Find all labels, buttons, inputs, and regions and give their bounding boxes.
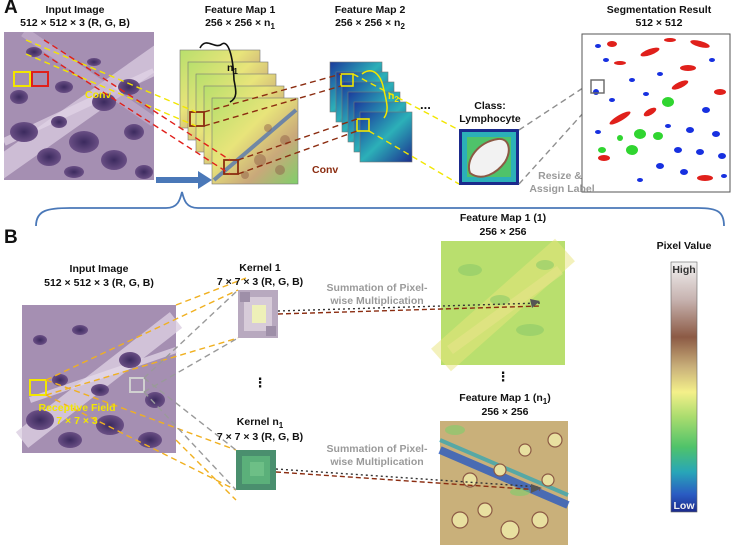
fmap1-title: Feature Map 1 [204,4,276,16]
kernel1-dims: 7 × 7 × 3 (R, G, B) [216,276,304,288]
conv-label-a2: Conv [312,164,339,176]
n2-label-sub: 2 [394,95,399,105]
vdots-kernels: ⋮ [253,375,267,390]
input-image-a [4,32,154,180]
resize-label-1: Resize & [538,170,582,182]
fmn-title-text: Feature Map 1 (n [459,392,543,404]
n1-label-sub: 1 [233,67,238,77]
b-input-dims: 512 × 512 × 3 (R, G, B) [44,277,154,289]
histology-texture-a [4,32,154,180]
class-value: Lymphocyte [459,113,521,125]
fmn-title-close: ) [547,392,551,404]
panel-b-connectors [45,277,541,501]
sum-label-2a: Summation of Pixel- [326,443,428,455]
n1-label: n1 [227,62,238,78]
n1-brace [199,42,237,103]
conv-label-a1: Conv [85,89,112,101]
kerneln-dims: 7 × 7 × 3 (R, G, B) [216,431,304,443]
panel-b-label: B [4,227,18,248]
sum-label-1b: wise Multiplication [330,295,424,307]
arrowhead-1 [530,299,540,308]
panel-a-label: A [4,0,18,18]
receptive-field-1: Receptive Field [38,402,116,414]
seg-title: Segmentation Result [606,4,712,16]
seg-dims: 512 × 512 [635,17,683,29]
fmap2-dims: 256 × 256 × n2 [320,17,420,33]
colorbar-high: High [672,264,696,276]
kerneln-title-text: Kernel n [236,416,279,428]
fm1-1-image [431,238,575,372]
kernel-1-image [238,290,278,338]
fmap2-layers [329,61,413,163]
segmentation-result [581,33,731,193]
sum-label-2b: wise Multiplication [330,456,424,468]
panel-brace [35,191,725,227]
class-label: Class: [474,100,506,112]
colorbar-title: Pixel Value [656,240,712,252]
fmap1-dims-text: 256 × 256 × n [205,17,271,29]
b-input-title: Input Image [69,263,129,275]
vdots-fmaps: ⋮ [496,369,510,384]
n1-label-text: n [227,62,234,74]
fmn-title: Feature Map 1 (n1) [441,392,569,408]
fmap1-dims: 256 × 256 × n1 [180,17,300,33]
fmn-title-sub: 1 [542,397,548,407]
fmap2-dims-text: 256 × 256 × n [335,17,401,29]
n2-brace [361,70,388,119]
kerneln-title: Kernel n1 [210,416,310,432]
input-image-dims: 512 × 512 × 3 (R, G, B) [20,17,130,29]
fm1-1-title: Feature Map 1 (1) [459,212,547,224]
fmap1-layers [179,49,299,185]
fm1-1-dims: 256 × 256 [479,226,527,238]
n2-label-text: n [388,90,395,102]
receptive-field-2: 7 × 7 × 3 [56,415,98,427]
kernel1-title: Kernel 1 [239,262,281,274]
panel-a-connectors [25,39,605,185]
resize-label-2: Assign Label [529,183,595,195]
fmap1-dims-sub: 1 [270,22,275,32]
fmap2-title: Feature Map 2 [334,4,406,16]
fmn-dims: 256 × 256 [481,406,529,418]
colorbar-low: Low [673,500,695,512]
kernel-n1-image [236,450,276,490]
colorbar-gradient [670,261,698,513]
class-output-patch [459,129,519,185]
fm1-n1-image [438,421,570,545]
n2-label: n2 [388,90,399,106]
kerneln-title-sub: 1 [278,421,284,431]
forward-arrow [156,171,212,189]
fmap-ellipsis: ... [420,97,431,112]
fmap2-dims-sub: 2 [400,22,405,32]
arrowhead-2 [531,484,542,493]
input-image-title: Input Image [45,4,105,16]
sum-label-1a: Summation of Pixel- [326,282,428,294]
